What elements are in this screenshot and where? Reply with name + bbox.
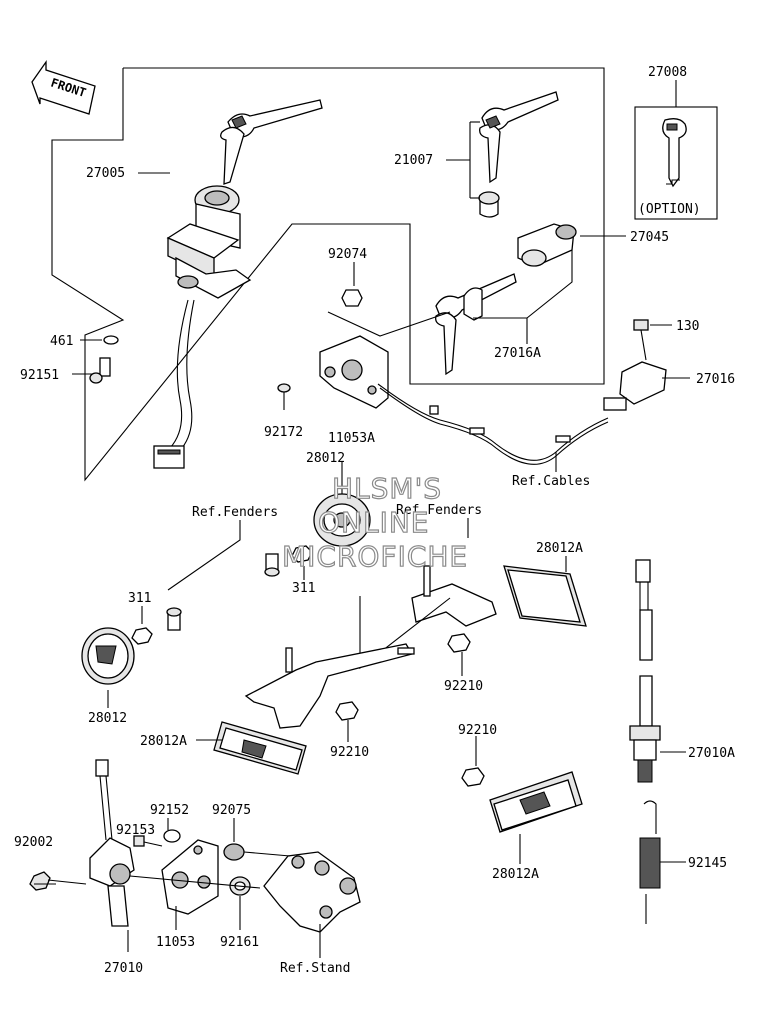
front-arrow-icon: FRONT: [31, 59, 96, 115]
label-92152: 92152: [150, 803, 189, 818]
bolt-92002-icon: [29, 871, 87, 891]
stand-bracket-icon: [263, 851, 361, 933]
ignition-switch-icon: [153, 185, 252, 469]
label-28012A-bottom: 28012A: [492, 867, 539, 882]
label-92172: 92172: [264, 425, 303, 440]
stud-mid-icon: [264, 553, 280, 577]
label-92210-mid: 92210: [444, 679, 483, 694]
label-27016: 27016: [696, 372, 735, 387]
seat-latch-27016-icon: [603, 361, 667, 411]
reflector-28012A-bottom-icon: [489, 771, 583, 833]
label-92153: 92153: [116, 823, 155, 838]
watermark-line-1: HLSM'S: [332, 472, 442, 505]
ignition-group-outline: [51, 67, 605, 482]
washer-461-icon: [103, 335, 119, 345]
seat-lock-27016A-icon: [435, 223, 577, 376]
reflector-28012A-right-icon: [503, 565, 587, 627]
option-key-icon: [662, 118, 687, 188]
reflector-bracket-left-icon: [244, 643, 415, 729]
label-11053A: 11053A: [328, 431, 375, 446]
label-92151: 92151: [20, 368, 59, 383]
label-28012A-right: 28012A: [536, 541, 583, 556]
nut-92210-mid-icon: [447, 633, 471, 653]
label-92210-low: 92210: [330, 745, 369, 760]
screw-92153-icon: [133, 835, 163, 847]
label-ref-cables: Ref.Cables: [512, 474, 590, 489]
label-27008: 27008: [648, 65, 687, 80]
label-130: 130: [676, 319, 699, 334]
label-11053: 11053: [156, 935, 195, 950]
label-311-left: 311: [128, 591, 151, 606]
screw-92151-icon: [89, 357, 111, 384]
stud-left-icon: [166, 607, 182, 631]
seat-lock-cable: [377, 383, 609, 461]
nut-92074-icon: [341, 289, 363, 307]
label-option: (OPTION): [638, 202, 701, 217]
label-28012-left: 28012: [88, 711, 127, 726]
label-27005: 27005: [86, 166, 125, 181]
label-311-mid: 311: [292, 581, 315, 596]
washer-92075-icon: [223, 843, 245, 861]
bolt-130-icon: [633, 319, 649, 361]
label-92074: 92074: [328, 247, 367, 262]
nut-311-mid-icon: [291, 545, 313, 563]
watermark-line-3: MICROFICHE: [282, 540, 468, 573]
label-92075: 92075: [212, 803, 251, 818]
label-92210-right: 92210: [458, 723, 497, 738]
label-27045: 27045: [630, 230, 669, 245]
label-28012-top: 28012: [306, 451, 345, 466]
bracket-11053A-icon: [319, 335, 389, 409]
label-ref-stand: Ref.Stand: [280, 961, 350, 976]
label-21007: 21007: [394, 153, 433, 168]
nut-311-left-icon: [131, 627, 153, 645]
nut-92210-low-icon: [335, 701, 359, 721]
label-27010A: 27010A: [688, 746, 735, 761]
label-27010: 27010: [104, 961, 143, 976]
label-28012A-left: 28012A: [140, 734, 187, 749]
ignition-keys-icon: [220, 99, 323, 185]
reflector-28012-left-icon: [81, 627, 135, 685]
label-ref-fenders-right: Ref.Fenders: [396, 503, 482, 518]
watermark-line-2: ONLINE: [318, 506, 429, 539]
seat-lock-keys-icon: [479, 91, 559, 184]
label-27016A: 27016A: [494, 346, 541, 361]
label-92161: 92161: [220, 935, 259, 950]
washer-92152-icon: [163, 829, 181, 843]
key-cylinder-21007-icon: [478, 191, 500, 218]
screw-92172-icon: [277, 383, 291, 410]
brake-switch-27010A-icon: [629, 559, 661, 783]
label-461: 461: [50, 334, 73, 349]
label-92145: 92145: [688, 856, 727, 871]
label-ref-fenders-left: Ref.Fenders: [192, 505, 278, 520]
spring-92145-icon: [639, 800, 661, 924]
reflector-28012A-left-icon: [213, 721, 307, 775]
stand-switch-27010-icon: [89, 759, 135, 927]
plate-11053-icon: [161, 839, 219, 915]
label-92002: 92002: [14, 835, 53, 850]
nut-92210-right-icon: [461, 767, 485, 787]
